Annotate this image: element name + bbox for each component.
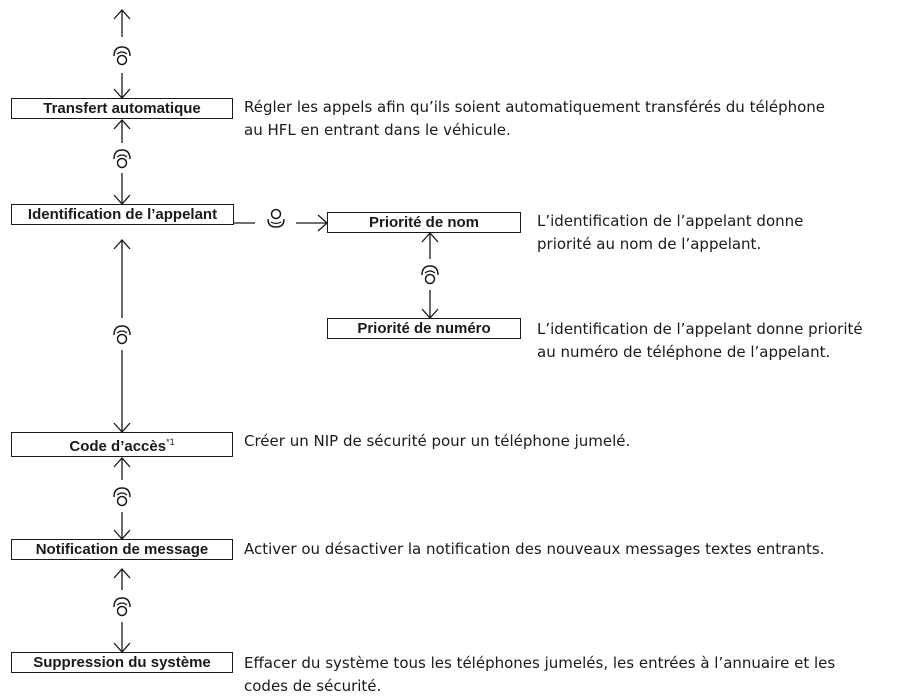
submenu-box-priorite-numero[interactable]: Priorité de numéro bbox=[327, 318, 521, 339]
connector-top bbox=[113, 9, 131, 99]
description-transfert-automatique: Régler les appels afin qu’ils soient aut… bbox=[244, 96, 825, 142]
footnote-marker: *1 bbox=[166, 437, 175, 447]
menu-box-transfert-automatique[interactable]: Transfert automatique bbox=[11, 98, 233, 119]
description-line: L’identification de l’appelant donne bbox=[537, 212, 804, 230]
press-knob-icon bbox=[267, 208, 285, 228]
submenu-label: Priorité de nom bbox=[368, 214, 480, 231]
description-notification-message: Activer ou désactiver la notification de… bbox=[244, 538, 824, 561]
menu-label: Suppression du système bbox=[33, 654, 211, 671]
description-line: au numéro de téléphone de l’appelant. bbox=[537, 343, 831, 361]
description-line: priorité au nom de l’appelant. bbox=[537, 235, 762, 253]
menu-label: Notification de message bbox=[35, 541, 209, 558]
description-line: Activer ou désactiver la notification de… bbox=[244, 540, 825, 558]
menu-box-code-acces[interactable]: Code d’accès*1 bbox=[11, 432, 233, 457]
menu-box-notification-message[interactable]: Notification de message bbox=[11, 539, 233, 560]
rotate-knob-icon bbox=[113, 149, 131, 169]
menu-label: Transfert automatique bbox=[43, 100, 201, 117]
connector-transfert-identification bbox=[113, 119, 131, 205]
description-line: au HFL en entrant dans le véhicule. bbox=[244, 121, 511, 139]
rotate-knob-icon bbox=[113, 46, 131, 66]
description-priorite-nom: L’identification de l’appelant donne pri… bbox=[537, 210, 803, 256]
rotate-knob-icon bbox=[113, 325, 131, 345]
menu-label: Identification de l’appelant bbox=[27, 206, 218, 223]
description-line: codes de sécurité. bbox=[244, 677, 382, 695]
submenu-box-priorite-nom[interactable]: Priorité de nom bbox=[327, 212, 521, 233]
description-line: Effacer du système tous les téléphones j… bbox=[244, 654, 836, 672]
menu-label: Code d’accès bbox=[69, 438, 167, 455]
description-line: Créer un NIP de sécurité pour un télépho… bbox=[244, 432, 631, 450]
menu-box-identification-appelant[interactable]: Identification de l’appelant bbox=[11, 204, 234, 225]
rotate-knob-icon bbox=[113, 487, 131, 507]
rotate-knob-icon bbox=[421, 265, 439, 285]
description-code-acces: Créer un NIP de sécurité pour un télépho… bbox=[244, 430, 630, 453]
description-priorite-numero: L’identification de l’appelant donne pri… bbox=[537, 318, 863, 364]
connector-identification-press bbox=[234, 214, 328, 232]
connector-identification-code bbox=[113, 239, 131, 433]
description-line: L’identification de l’appelant donne pri… bbox=[537, 320, 863, 338]
description-line: Régler les appels afin qu’ils soient aut… bbox=[244, 98, 826, 116]
menu-box-suppression-systeme[interactable]: Suppression du système bbox=[11, 652, 233, 673]
description-suppression-systeme: Effacer du système tous les téléphones j… bbox=[244, 652, 835, 698]
rotate-knob-icon bbox=[113, 597, 131, 617]
submenu-label: Priorité de numéro bbox=[357, 320, 491, 337]
